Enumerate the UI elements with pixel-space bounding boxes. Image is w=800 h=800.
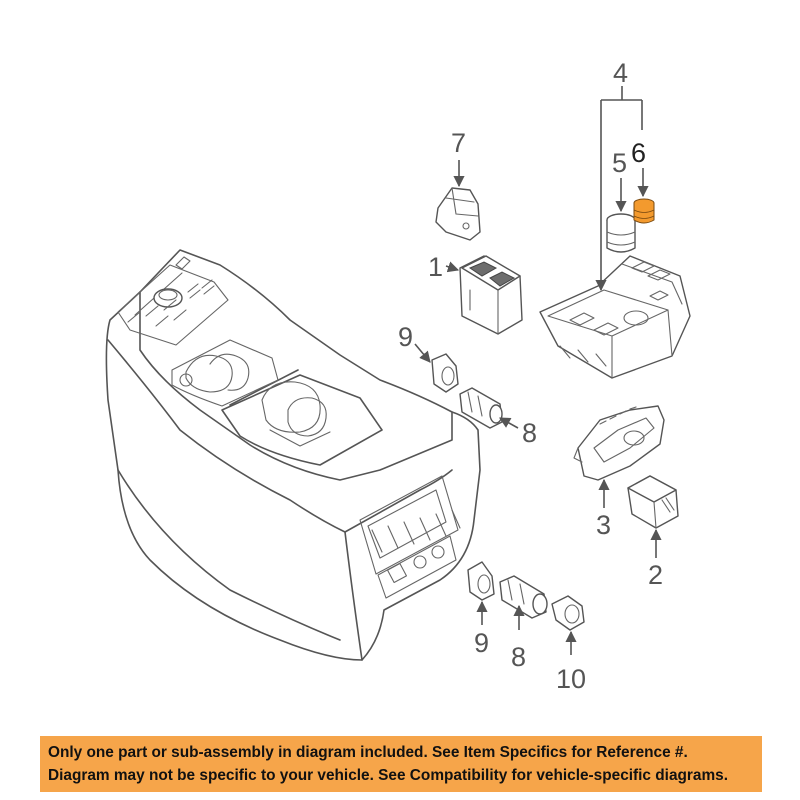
callout-9-lower: 9 bbox=[474, 628, 489, 658]
callout-numbers: 7 1 4 5 6 9 8 3 2 9 8 10 bbox=[398, 58, 663, 694]
disclaimer-line-2: Diagram may not be specific to your vehi… bbox=[48, 767, 728, 784]
callout-3: 3 bbox=[596, 510, 611, 540]
center-console bbox=[105, 249, 481, 661]
part-8-socket-upper bbox=[459, 387, 503, 429]
callout-2: 2 bbox=[648, 560, 663, 590]
callout-lines bbox=[414, 86, 662, 655]
callout-7: 7 bbox=[451, 128, 466, 158]
callout-5: 5 bbox=[612, 148, 627, 178]
part-7-switch bbox=[435, 187, 481, 241]
callout-8-upper: 8 bbox=[522, 418, 537, 448]
part-5-knob bbox=[606, 213, 636, 253]
callout-6: 6 bbox=[631, 138, 646, 168]
disclaimer-line-1: Only one part or sub-assembly in diagram… bbox=[48, 744, 688, 761]
part-9-socket-ring-lower bbox=[467, 561, 495, 601]
disclaimer-banner: Only one part or sub-assembly in diagram… bbox=[40, 736, 762, 792]
part-1-switch-block bbox=[459, 255, 523, 335]
part-10-cap bbox=[551, 595, 585, 631]
part-9-socket-ring-upper bbox=[431, 353, 459, 393]
part-6-knob-cap bbox=[633, 198, 655, 224]
part-3-trim-panel bbox=[573, 405, 665, 481]
callout-4: 4 bbox=[613, 58, 628, 88]
part-8-socket-lower bbox=[499, 575, 548, 619]
callout-9-upper: 9 bbox=[398, 322, 413, 352]
callout-10: 10 bbox=[556, 664, 586, 694]
callout-8-lower: 8 bbox=[511, 642, 526, 672]
part-2-switch bbox=[627, 475, 679, 529]
part-4-control-module bbox=[539, 255, 691, 379]
callout-1: 1 bbox=[428, 252, 443, 282]
parts-diagram: 7 1 4 5 6 9 8 3 2 9 8 10 bbox=[105, 58, 691, 694]
